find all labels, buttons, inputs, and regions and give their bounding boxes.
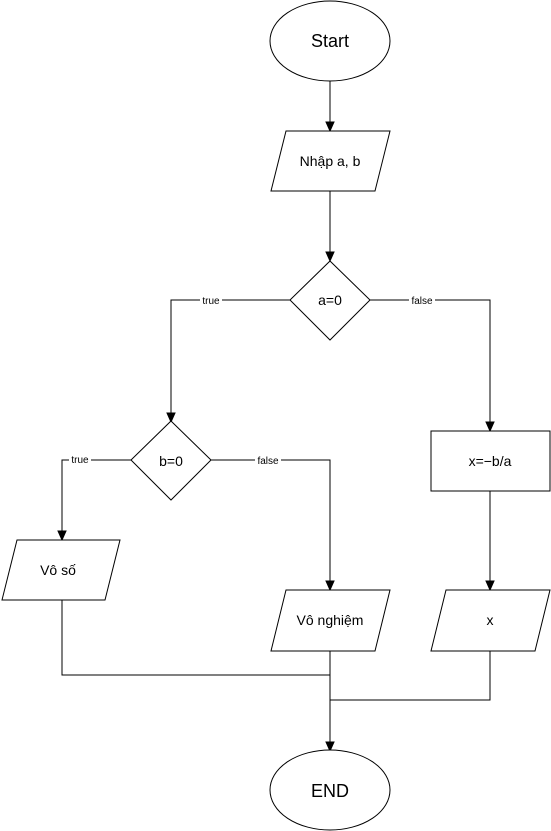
edge-label-b-true: true (71, 455, 89, 466)
output-none-label: Vô nghiệm (297, 612, 364, 628)
input-label: Nhập a, b (300, 153, 361, 169)
edge-label-a-true: true (202, 296, 220, 307)
edge-a-false-to-compute (370, 299, 491, 423)
output-infinite-node: Vô số (1, 539, 121, 601)
start-node: Start (269, 0, 391, 82)
arrowhead-out-x (485, 580, 495, 592)
arrowhead-decision-b (166, 412, 176, 424)
start-label: Start (311, 31, 349, 51)
edges (57, 81, 495, 753)
arrowhead-none (325, 580, 335, 592)
arrowhead-compute (485, 421, 495, 433)
decision-b-node: b=0 (130, 420, 212, 501)
decision-b-label: b=0 (159, 453, 183, 469)
input-node: Nhập a, b (270, 130, 391, 192)
edge-a-true-to-decision-b (170, 299, 290, 414)
arrowhead-end (325, 741, 335, 753)
edge-labels: true false true false (69, 295, 435, 467)
decision-a-node: a=0 (289, 260, 371, 341)
compute-node: x=−b/a (430, 430, 551, 492)
edge-label-b-false: false (257, 456, 279, 467)
output-x-label: x (487, 612, 494, 628)
decision-a-label: a=0 (318, 292, 342, 308)
edge-infinite-to-merge (61, 600, 330, 676)
output-infinite-label: Vô số (40, 562, 76, 578)
arrowhead-infinite (57, 530, 67, 542)
edge-b-false-to-none (211, 459, 331, 582)
arrowhead-decision-a (325, 251, 335, 263)
arrowhead-input (325, 121, 335, 133)
compute-label: x=−b/a (469, 453, 512, 469)
output-none-node: Vô nghiệm (270, 589, 391, 652)
edge-out-x-to-merge (330, 651, 491, 701)
output-x-node: x (430, 589, 551, 652)
end-label: END (311, 781, 349, 801)
edge-label-a-false: false (411, 296, 433, 307)
edge-b-true-to-infinite (61, 459, 131, 532)
end-node: END (269, 749, 391, 831)
